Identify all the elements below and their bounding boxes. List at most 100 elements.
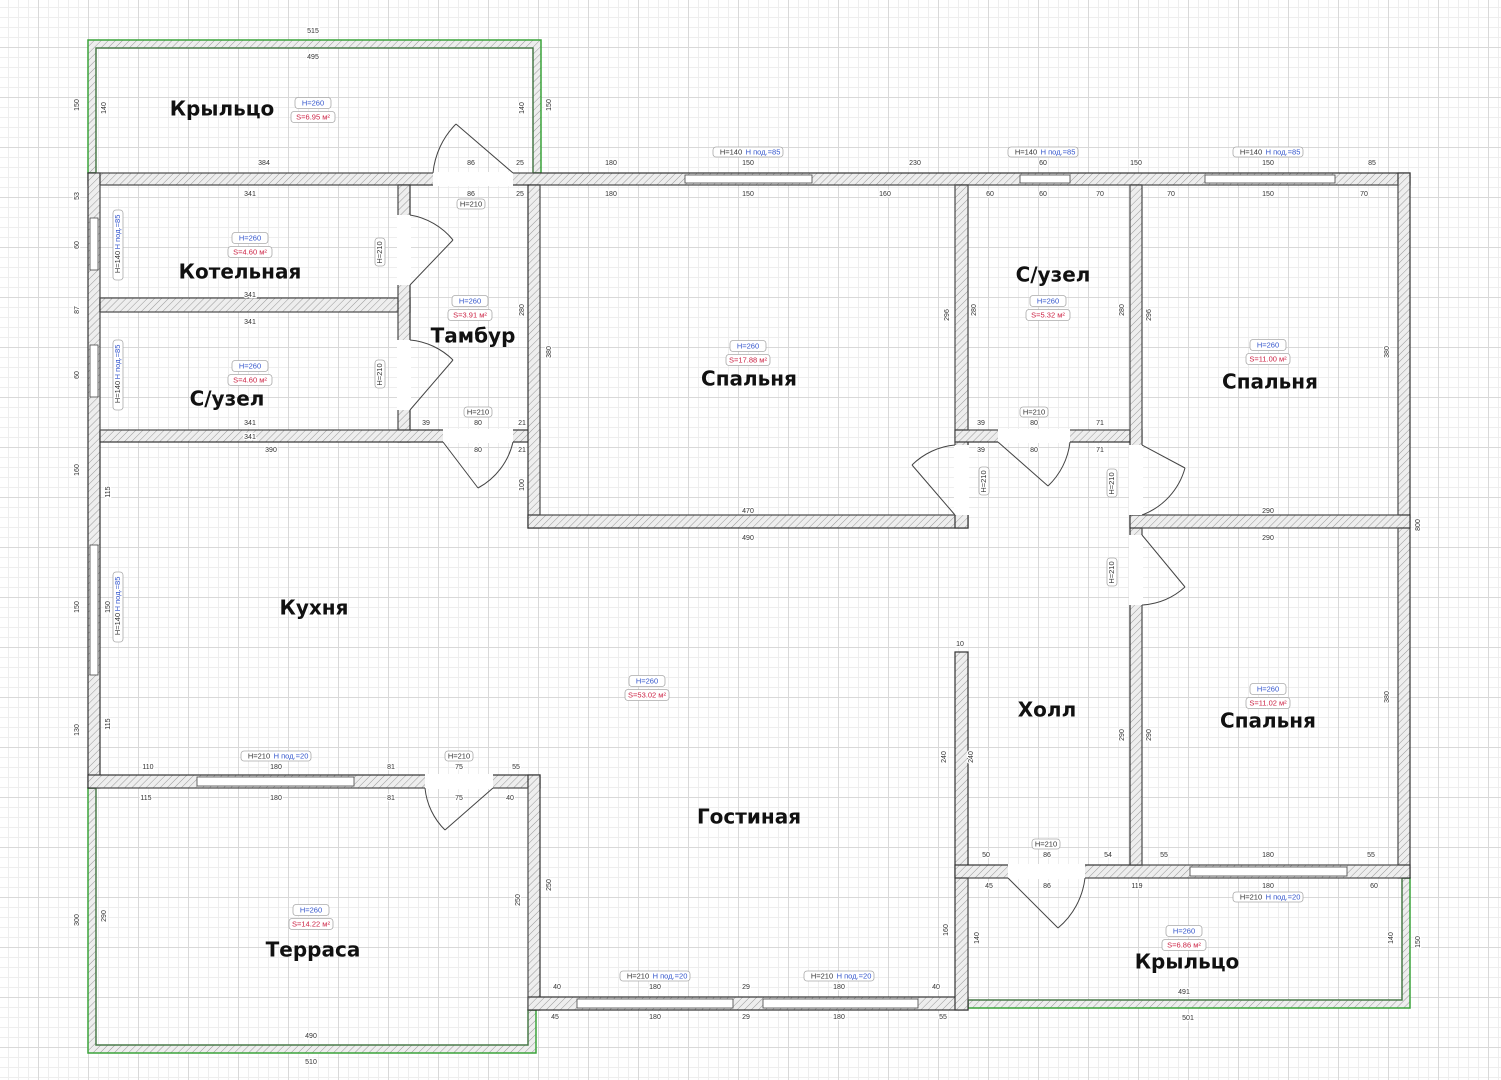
dimension-label: 150 [74, 99, 81, 111]
window [89, 344, 99, 398]
tag-box [1249, 339, 1287, 351]
tag-box [1007, 146, 1079, 158]
tag-box [1019, 406, 1049, 418]
room-area: S=17.88 м² [729, 355, 767, 364]
dimension-label: 119 [1131, 883, 1142, 890]
room-name: Котельная [179, 260, 302, 284]
dimension-label: 290 [1119, 729, 1126, 741]
dimension-label: 296 [944, 309, 951, 321]
dimension-label: 490 [742, 535, 754, 542]
dimension-label: 39 [977, 447, 985, 454]
dimension-label: 341 [244, 434, 256, 441]
dimension-label: 380 [546, 346, 553, 358]
dimension-label: 180 [833, 1014, 845, 1021]
room-name: Гостиная [697, 805, 801, 829]
window [1019, 174, 1071, 184]
dimension-label: 140 [101, 102, 108, 114]
door-height-tag: H=210 [448, 751, 470, 760]
tag-box [227, 246, 273, 258]
window-height-tag: H=210 [811, 971, 833, 980]
room-name: С/узел [1016, 263, 1091, 287]
dimension-label: 341 [244, 420, 256, 427]
dimension-label: 240 [968, 751, 975, 763]
dimension-label: 470 [742, 508, 754, 515]
windows [89, 174, 1348, 1009]
tag-box [619, 970, 691, 982]
dimension-label: 150 [1262, 191, 1274, 198]
window-height-tag: H=210 [248, 751, 270, 760]
tag-box [451, 295, 489, 307]
room-height: H=260 [1037, 296, 1059, 305]
dimension-label: 280 [971, 304, 978, 316]
dimension-label: 87 [74, 306, 81, 314]
dimension-label: 180 [1262, 883, 1274, 890]
room-name: Кухня [280, 596, 349, 620]
dimension-label: 81 [387, 795, 395, 802]
dimension-label: 150 [546, 99, 553, 111]
tag-box [624, 689, 670, 701]
dimension-label: 380 [1384, 691, 1391, 703]
room-name: Крыльцо [1135, 950, 1240, 974]
tag-box [1031, 838, 1061, 850]
dimension-label: 71 [1096, 447, 1104, 454]
dimension-label: 495 [307, 54, 319, 61]
dimension-label: 150 [105, 601, 112, 613]
room-height: H=260 [302, 98, 324, 107]
room-height: H=260 [1257, 340, 1279, 349]
dimension-label: 800 [1415, 519, 1422, 531]
dimension-label: 510 [305, 1059, 317, 1066]
dimension-label: 71 [1096, 420, 1104, 427]
window [762, 998, 919, 1009]
tag-box [240, 750, 312, 762]
dimension-label: 110 [142, 764, 153, 771]
dimension-label: 115 [140, 795, 151, 802]
door-height-tag: H=210 [467, 407, 489, 416]
tag-box [112, 339, 124, 411]
door-height-tag: H=210 [460, 199, 482, 208]
dimension-label: 180 [649, 1014, 661, 1021]
walls [87, 172, 1411, 1011]
window-sill-tag: Н под.=20 [1266, 892, 1301, 901]
dimension-label: 341 [244, 191, 256, 198]
dimension-label: 21 [518, 447, 526, 454]
dimension-label: 55 [1160, 852, 1168, 859]
window-height-tag: H=140 [1015, 147, 1037, 156]
tag-box [1106, 557, 1118, 587]
dimension-label: 40 [506, 795, 514, 802]
dimension-label: 290 [101, 910, 108, 922]
tag-box [227, 374, 273, 386]
dimension-label: 150 [1130, 160, 1142, 167]
tag-box [628, 675, 666, 687]
door-openings [397, 172, 1143, 879]
room-height: H=260 [636, 676, 658, 685]
tag-box [112, 209, 124, 281]
tag-box [1245, 353, 1291, 365]
dimension-label: 86 [1043, 852, 1051, 859]
door-height-tag: H=210 [1107, 561, 1116, 583]
tag-box [1029, 295, 1067, 307]
dimension-label: 180 [605, 191, 617, 198]
room-name: Холл [1018, 698, 1076, 722]
tag-box [725, 354, 771, 366]
dimension-label: 60 [1039, 160, 1047, 167]
dimension-label: 80 [1030, 447, 1038, 454]
dimension-label: 86 [1043, 883, 1051, 890]
dimension-label: 515 [307, 28, 319, 35]
window-height-tag: H=210 [1240, 892, 1262, 901]
dimension-label: 10 [956, 641, 964, 648]
dimension-label: 70 [1360, 191, 1368, 198]
dimension-label: 25 [516, 191, 524, 198]
door-height-tag: H=210 [979, 470, 988, 492]
dimension-label: 280 [1119, 304, 1126, 316]
tag-box [1232, 146, 1304, 158]
window-sill-tag: Н под.=85 [746, 147, 781, 156]
dimension-label: 45 [551, 1014, 559, 1021]
door-height-tag: H=210 [1023, 407, 1045, 416]
dimension-label: 70 [1167, 191, 1175, 198]
window-sill-tag: Н под.=20 [274, 751, 309, 760]
tag-box [447, 309, 493, 321]
